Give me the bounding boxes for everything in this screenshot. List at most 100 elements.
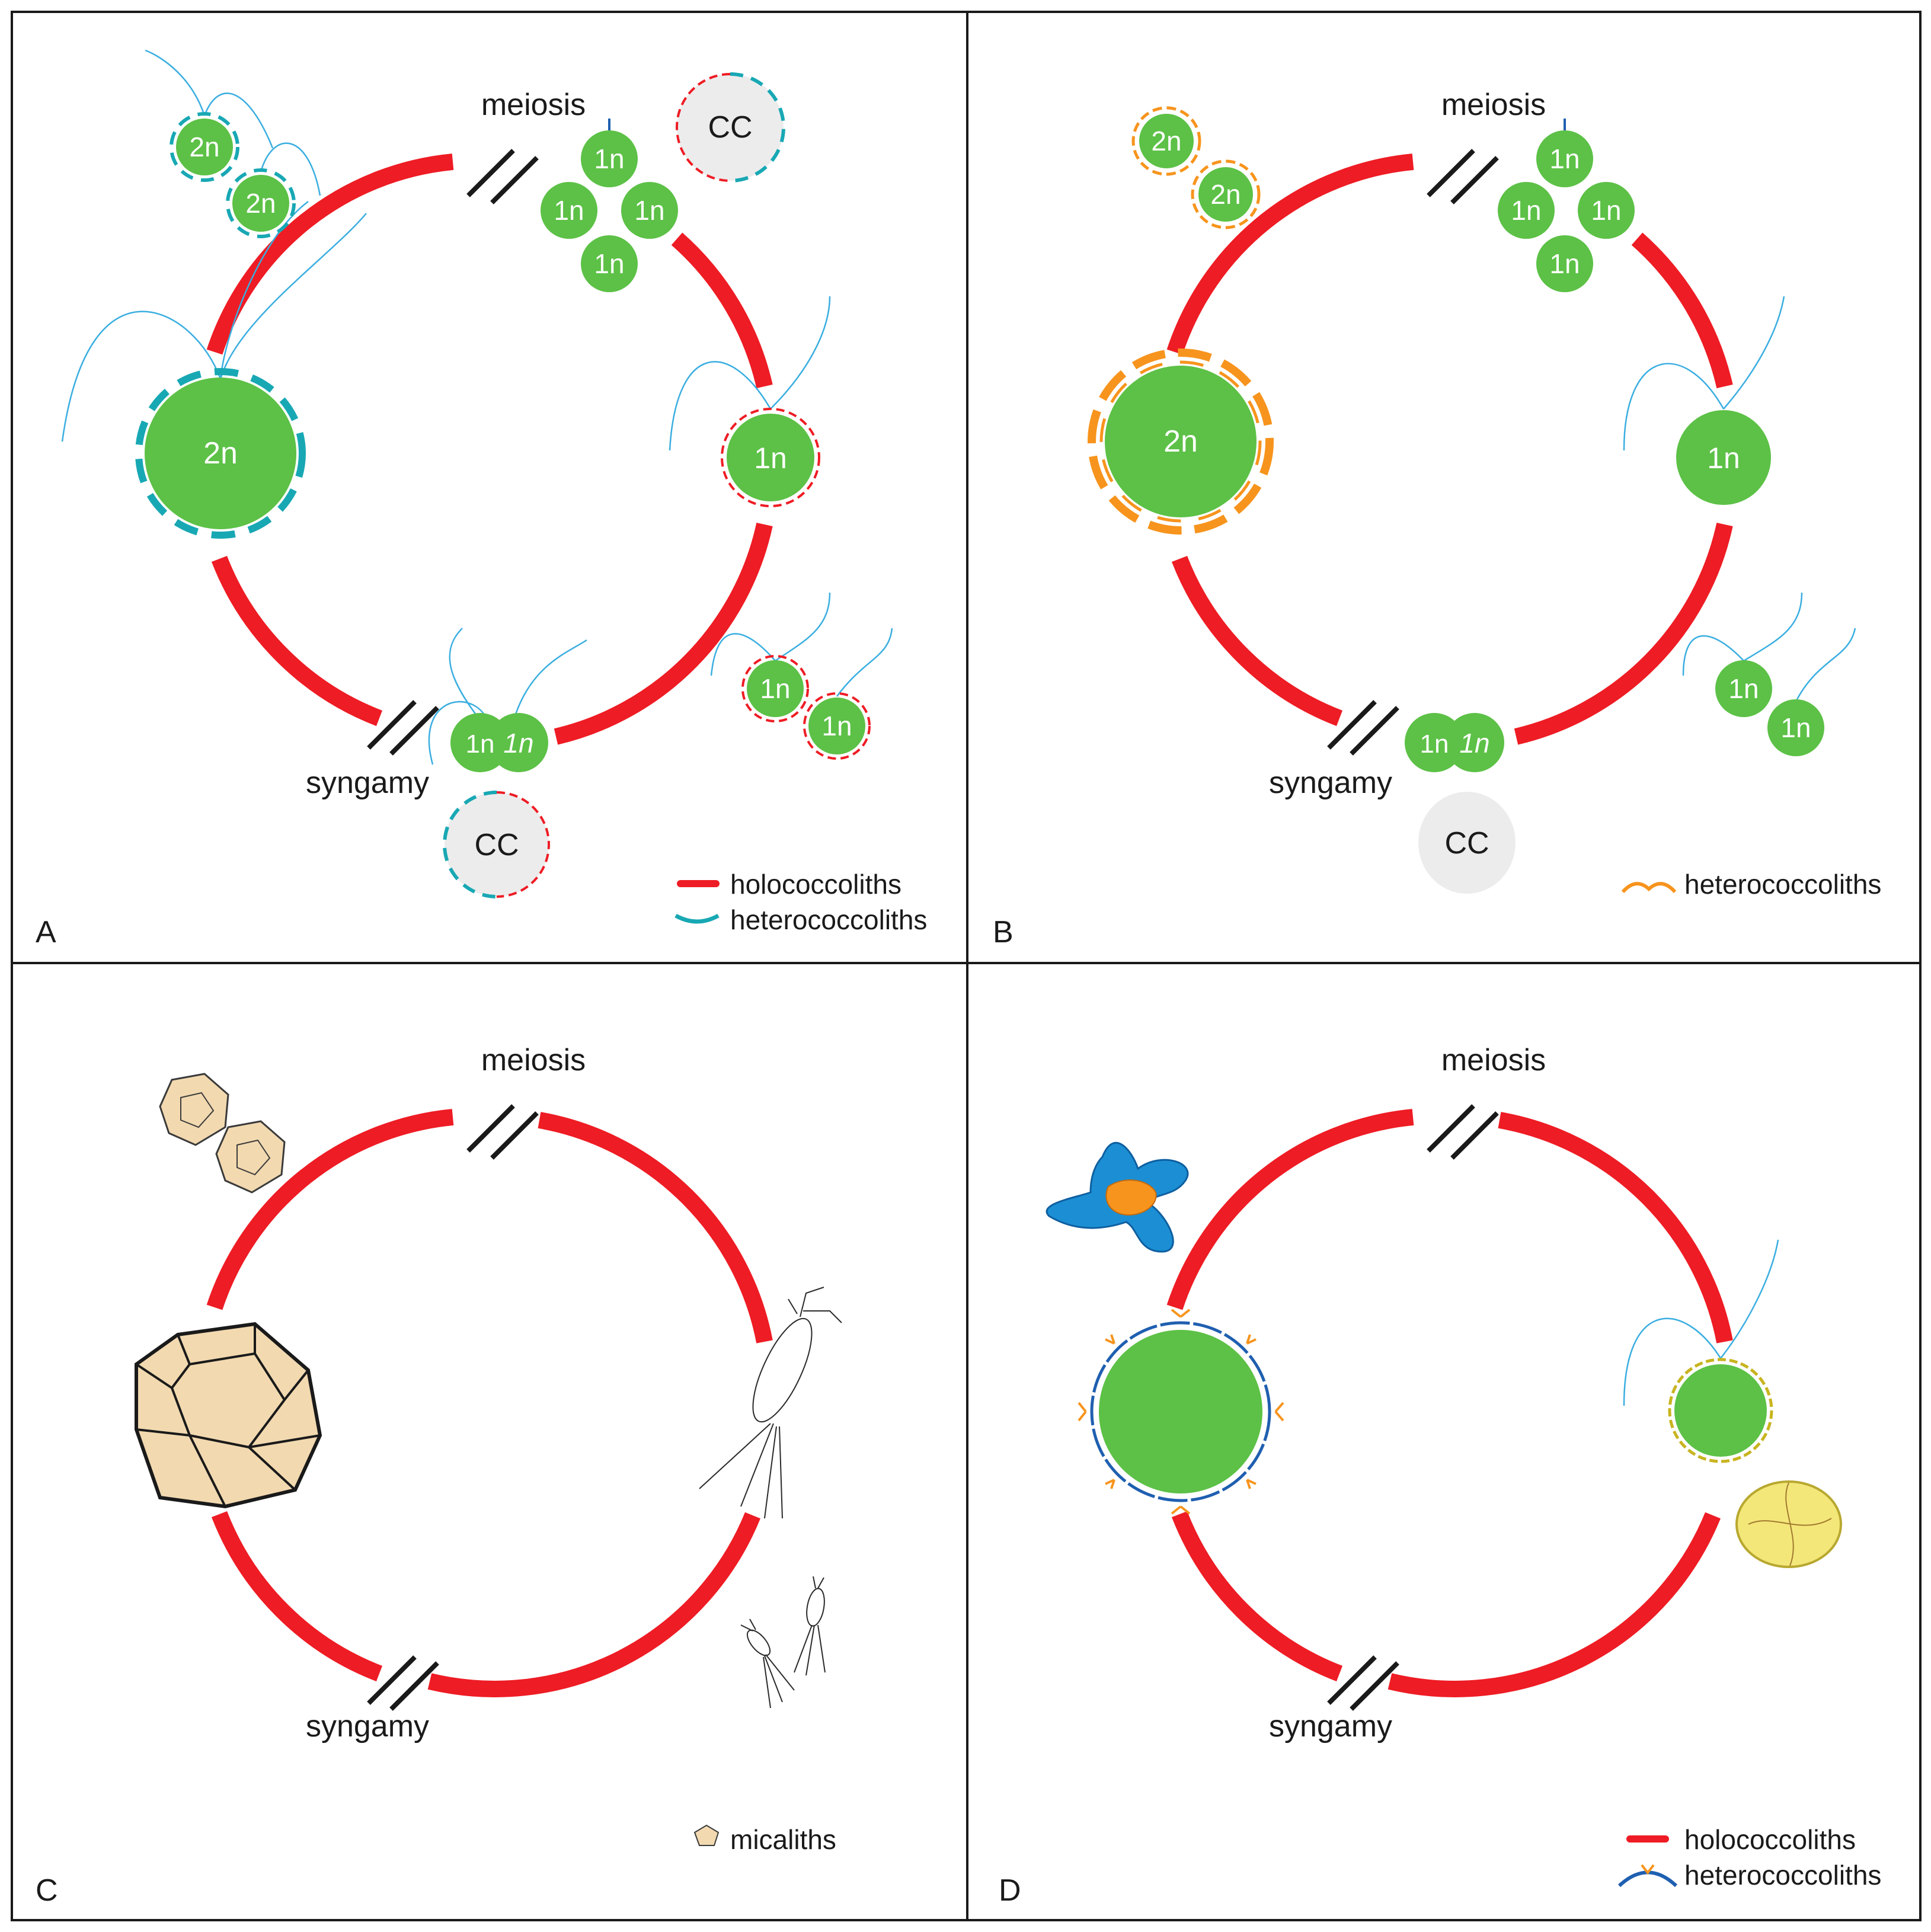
syngamy-break: [1327, 1655, 1377, 1705]
haploid-cell-small: [1767, 699, 1824, 756]
syngamy-break: [1350, 706, 1399, 756]
holococcolith-sphere: [1735, 1480, 1842, 1568]
cell-label: 2n: [245, 188, 276, 219]
flagellum: [836, 628, 893, 697]
legend-heterococcolith-swatch: [674, 913, 720, 924]
ring-arc-upper-left: [206, 1109, 454, 1310]
cell-label: 1n: [1780, 712, 1811, 743]
flagellum: [145, 49, 206, 116]
flagellum: [1623, 1317, 1722, 1406]
ring-arc-lower-right: [554, 523, 773, 745]
legend-heterococcoliths: heterococcoliths: [1684, 1860, 1881, 1891]
holococcolith-coat: [721, 408, 820, 507]
meiosis-label: meiosis: [1441, 1043, 1546, 1077]
cc-holococcolith-coat: [496, 791, 550, 898]
cell-label: 2n: [1210, 179, 1241, 210]
diploid-cell-small: [1198, 167, 1253, 222]
cell-label: 2n: [1151, 126, 1181, 156]
syngamy-break: [367, 1655, 417, 1705]
cell-label: 1n: [821, 711, 852, 741]
heterococcolith-spines: [1078, 1309, 1284, 1515]
micalith-cell-small: [159, 1073, 229, 1146]
meiosis-break: [466, 149, 515, 197]
cc-body: [677, 74, 784, 181]
heterococcolith-coat: [170, 112, 239, 182]
legend-heterococcoliths: heterococcoliths: [730, 904, 927, 935]
panel-letter: D: [999, 1873, 1021, 1908]
cc-holococcolith-coat: [676, 73, 731, 182]
meiosis-break: [1427, 149, 1475, 197]
meiosis-break: [490, 156, 539, 204]
panel-b: meiosis syngamy 2n 2n 2n 1n 1n 1n 1n 1n: [993, 88, 1881, 949]
holococcolith-coat: [1668, 1358, 1773, 1463]
holococcolith-coat: [741, 655, 809, 722]
flagellum: [1682, 635, 1744, 676]
flagellum: [260, 142, 321, 196]
cell-label: 1n: [1511, 195, 1541, 226]
flagellate-sketch-small: [740, 1576, 826, 1709]
cell-label: 1n: [1459, 728, 1489, 759]
cell-label: 2n: [189, 132, 219, 162]
meiosis-break: [1427, 1104, 1475, 1153]
flagellum: [428, 700, 487, 765]
panel-c: meiosis syngamy: [36, 1043, 842, 1908]
legend-micaliths: micaliths: [730, 1824, 836, 1855]
cell-label: 1n: [1591, 195, 1621, 226]
meiosis-label: meiosis: [481, 88, 586, 122]
cell-label: 1n: [1420, 730, 1449, 759]
flagellum: [1720, 1239, 1779, 1359]
micalith-cell-large: [135, 1322, 322, 1509]
haploid-cell: [1676, 410, 1771, 505]
meiosis-label: meiosis: [481, 1043, 586, 1077]
cell-label: 1n: [754, 442, 787, 475]
syngamy-break: [367, 700, 417, 750]
ring-arc-lower-left: [211, 1511, 383, 1682]
panel-letter: A: [36, 915, 56, 949]
legend-holococcoliths: holococcoliths: [1684, 1824, 1856, 1855]
ring-arc-upper-left: [206, 153, 454, 355]
ring-arc-lower-left: [1171, 555, 1343, 727]
cc-label: CC: [708, 110, 752, 145]
meiosis-label: meiosis: [1441, 88, 1546, 122]
flagellum: [61, 311, 222, 442]
diploid-cell-label: 2n: [203, 436, 238, 471]
ring-arc-upper-right: [1631, 232, 1733, 389]
cell-label: 1n: [503, 728, 533, 759]
flagellum: [669, 361, 772, 451]
ring-arc-upper-right: [671, 232, 773, 389]
diploid-cell-small: [176, 119, 233, 175]
legend-heterococcoliths: heterococcoliths: [1684, 869, 1881, 900]
meiotic-tetrad: 1n 1n 1n 1n: [1498, 119, 1635, 292]
diploid-cell: [1105, 366, 1257, 517]
cc-body: [1418, 792, 1516, 894]
meiotic-tetrad: 1n 1n 1n 1n: [541, 119, 678, 292]
cell-label: 1n: [1707, 442, 1740, 475]
legend-heterococcolith-spine: [1641, 1864, 1655, 1875]
haploid-cell-small: [1715, 660, 1772, 717]
diploid-cell: [1099, 1330, 1262, 1493]
flagellum: [219, 201, 309, 380]
heterococcolith-coat: [1191, 159, 1261, 229]
cc-label: CC: [474, 828, 519, 862]
cell-label: 1n: [1549, 248, 1580, 279]
cell-label: 1n: [1728, 673, 1759, 704]
haploid-cell-small: [747, 660, 804, 717]
cell-label: 2n: [1163, 424, 1198, 459]
diploid-cell-small: [232, 175, 289, 232]
panel-d: meiosis syngamy holococcoli: [999, 1043, 1881, 1908]
syngamy-break: [1350, 1661, 1399, 1711]
holococcolith-coat: [803, 692, 871, 760]
flagellum: [449, 628, 481, 721]
meiosis-break: [1450, 156, 1499, 204]
cell-label: 1n: [634, 195, 664, 226]
syngamy-break: [389, 1661, 439, 1711]
panel-a: meiosis syngamy 2n 2n 2n 1n 1n 1n 1n: [36, 49, 927, 949]
cell-label: 1n: [466, 730, 495, 759]
ring-arc-upper-right: [1498, 1112, 1733, 1344]
holococcolith-sphere-sutures: [1748, 1482, 1832, 1566]
heterococcolith-coat-inner: [1099, 360, 1262, 523]
flagellum: [1723, 296, 1785, 410]
ring-arc-upper-right: [538, 1112, 773, 1344]
ring-arc-lower-left: [211, 555, 383, 727]
flagellum: [1623, 363, 1725, 451]
